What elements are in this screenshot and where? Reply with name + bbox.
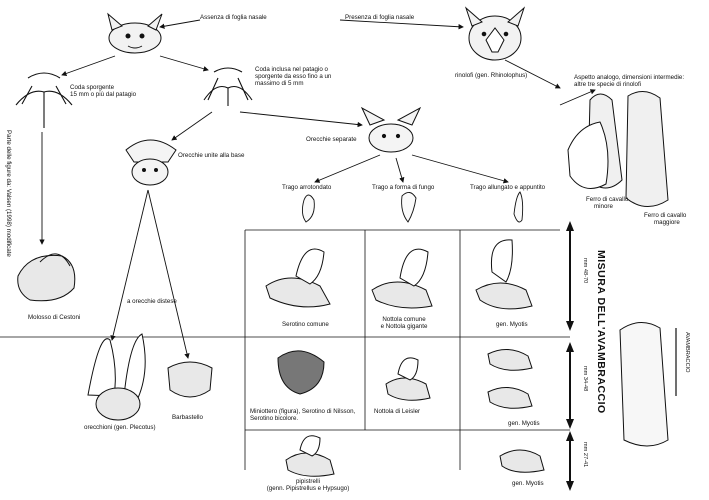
label-tail-included-3: massimo di 5 mm [255,80,304,87]
label-leisler: Nottola di Leisler [374,408,421,415]
label-orecchioni: orecchioni (gen. Plecotus) [84,424,156,431]
label-tail-protruding-2: 15 mm o più dal patagio [70,91,137,98]
label-rhino-major-1: Ferro di cavallo [644,212,687,219]
label-rhino-similar-1: Aspetto analogo, dimensioni intermedie: [574,74,685,81]
arrows [39,19,596,359]
label-serotino: Serotino comune [282,321,329,328]
label-noseleaf: Presenza di foglia nasale [345,14,415,21]
forearm-range-2: mm 34-48 [582,366,588,392]
label-myotis-2: gen. Myotis [508,420,540,427]
bat-head-joined-ears [125,139,177,186]
label-tail-protruding-1: Coda sporgente [70,84,115,91]
label-rhino-major-2: maggiore [654,219,680,226]
label-barbastello: Barbastello [172,414,203,421]
bat-head-separate-ears [360,106,422,153]
forearm-inset-label: AVAMBRACCIO [684,332,690,373]
label-myotis-1: gen. Myotis [496,321,528,328]
forearm-title: MISURA DELL'AVAMBRACCIO [595,250,607,414]
label-tragus-mushroom: Trago a forma di fungo [372,184,435,191]
label-ears-extended: a orecchie distese [127,298,177,305]
tail-diagram-protruding [15,72,73,128]
label-credit: Parte delle figure da: Valsen (1998) mod… [5,130,12,257]
tail-diagram-included [203,67,253,106]
label-miniottero-1: Miniottero (figura), Serotino di Nilsson… [250,408,356,415]
label-myotis-3: gen. Myotis [512,480,544,487]
label-rhino-minor-2: minore [594,203,613,210]
label-no-noseleaf: Assenza di foglia nasale [200,14,267,21]
forearm-range-3: mm 27-41 [582,442,588,468]
forearm-arrowheads [566,221,574,491]
bat-head-no-noseleaf [107,12,163,54]
label-pipistrelli-2: (genn. Pipistrellus e Hypsugo) [266,485,350,492]
label-rhino-minor-1: Ferro di cavallo [586,196,629,203]
label-tragus-pointed: Trago allungato e appuntito [470,184,546,191]
label-tail-included-2: sporgente da esso fino a un [255,73,332,80]
label-nottola-1: Nottola comune [382,316,426,323]
table-grid [0,229,570,470]
species-illustrations [17,91,677,477]
label-rhinolophus: rinolofi (gen. Rhinolophus) [455,72,528,79]
label-tail-included-1: Coda inclusa nel patagio o [255,66,328,73]
tragus-shapes [301,191,524,223]
label-nottola-2: e Nottola gigante [380,323,428,330]
label-molosso: Molosso di Cestoni [28,314,81,321]
label-rhino-similar-2: altre tre specie di rinolofi [574,81,642,88]
label-miniottero-2: Serotino bicolore. [250,415,299,422]
label-ears-separate: Orecchie separate [306,136,357,143]
bat-head-noseleaf [464,6,526,61]
forearm-range-1: mm 48-70 [582,258,588,284]
label-pipistrelli-1: pipistrelli [295,478,321,485]
label-ears-joined: Orecchie unite alla base [178,152,245,159]
label-tragus-rounded: Trago arrotondato [282,184,332,191]
